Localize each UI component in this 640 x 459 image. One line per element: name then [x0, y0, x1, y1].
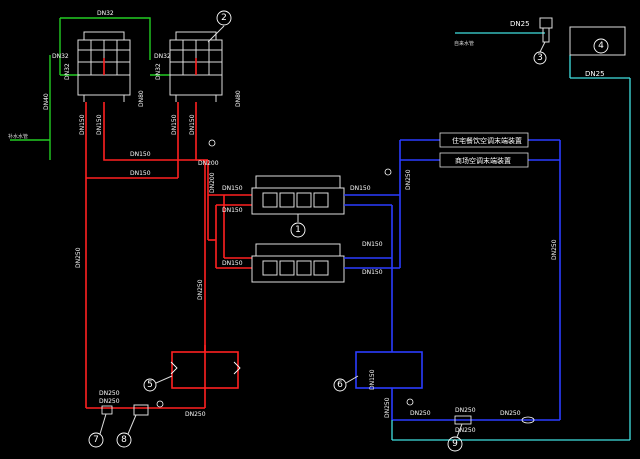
marker-7 [88, 432, 104, 448]
dn150-p-label: DN150 [369, 369, 376, 390]
pressure-gauge-icon [208, 139, 216, 147]
dn150-c2-label: DN150 [222, 207, 243, 214]
dn250-b9b-label: DN250 [455, 407, 476, 414]
dn250-left-label: DN250 [75, 247, 82, 268]
marker-2-number: 2 [221, 13, 227, 23]
marker-8-number: 8 [121, 435, 127, 445]
dn32-label-c: DN32 [154, 53, 171, 60]
dn250-b7-label: DN250 [99, 398, 120, 405]
marker-3-number: 3 [537, 53, 543, 63]
pump-group-5-valves [170, 361, 241, 375]
dn32-label-a: DN32 [52, 53, 69, 60]
dn150-c1-label: DN150 [222, 185, 243, 192]
dn250-blue-label: DN250 [551, 239, 558, 260]
cooling-tower-1 [77, 31, 131, 102]
dn250-right-label: DN250 [405, 169, 412, 190]
marker-9 [447, 436, 463, 452]
dn250-b8-label: DN250 [185, 411, 206, 418]
cooling-tower-piping [10, 17, 170, 160]
dn150-t2-label: DN150 [96, 114, 103, 135]
marker-4 [593, 38, 609, 54]
return-piping [344, 139, 561, 421]
dn150-t4-label: DN150 [189, 114, 196, 135]
dosing-device [133, 404, 149, 416]
dn250-b9c-label: DN250 [455, 427, 476, 434]
dn150-c5-label: DN150 [362, 241, 383, 248]
makeup-water-piping [391, 32, 631, 441]
pressure-gauge-icon [156, 400, 164, 408]
dn32-label-b: DN32 [64, 63, 71, 80]
dn150-c3-label: DN150 [222, 260, 243, 267]
dn40-label: DN40 [43, 93, 50, 110]
chiller-2 [251, 243, 345, 283]
supply-piping [85, 102, 252, 409]
dn25-side-label: DN25 [585, 70, 605, 78]
dn150-h1-label: DN150 [130, 151, 151, 158]
dn80-label-a: DN80 [138, 90, 145, 107]
marker-6-number: 6 [337, 380, 343, 390]
dn32-label-d: DN32 [155, 63, 162, 80]
marker-9-number: 9 [452, 439, 458, 449]
dn150-t3-label: DN150 [171, 114, 178, 135]
strainer-icon [521, 416, 535, 424]
dn150-c4-label: DN150 [350, 185, 371, 192]
marker-4-number: 4 [598, 41, 604, 51]
dn150-h2-label: DN150 [130, 170, 151, 177]
marker-1-number: 1 [295, 225, 301, 235]
dn250-return-label: DN250 [384, 397, 391, 418]
water-softener [539, 17, 553, 29]
pressure-gauge-icon [384, 168, 392, 176]
dn250-p7-label: DN250 [99, 390, 120, 397]
dn200-b-label: DN200 [209, 172, 216, 193]
dn32-top-label: DN32 [97, 10, 114, 17]
pump-9 [454, 415, 472, 425]
marker-6 [333, 378, 347, 392]
pump-7 [101, 405, 113, 415]
load-commercial-label: 商场空调末端装置 [455, 156, 511, 165]
marker-5-number: 5 [147, 380, 153, 390]
marker-7-number: 7 [93, 435, 99, 445]
load-residential-box [439, 132, 529, 148]
dn250-b9a-label: DN250 [410, 410, 431, 417]
marker-3 [533, 51, 547, 65]
makeup-water-label: 补水水管 [8, 133, 28, 140]
cooling-tower-2 [169, 31, 223, 102]
dn150-t1-label: DN150 [79, 114, 86, 135]
dn250-mid-label: DN250 [197, 279, 204, 300]
load-commercial-box [439, 152, 529, 168]
dn200-a-label: DN200 [198, 160, 219, 167]
dn250-br-label: DN250 [500, 410, 521, 417]
marker-1 [290, 222, 306, 238]
load-residential-label: 住宅餐饮空调末端装置 [452, 136, 522, 145]
marker-5 [143, 378, 157, 392]
chiller-1 [251, 175, 345, 215]
dn80-label-b: DN80 [235, 90, 242, 107]
dn25-top-label: DN25 [510, 20, 530, 28]
expansion-tank [569, 26, 626, 56]
pressure-gauge-icon [406, 398, 414, 406]
marker-2 [216, 10, 232, 26]
marker-8 [116, 432, 132, 448]
dn150-c6-label: DN150 [362, 269, 383, 276]
tap-water-label: 自来水管 [454, 40, 474, 47]
